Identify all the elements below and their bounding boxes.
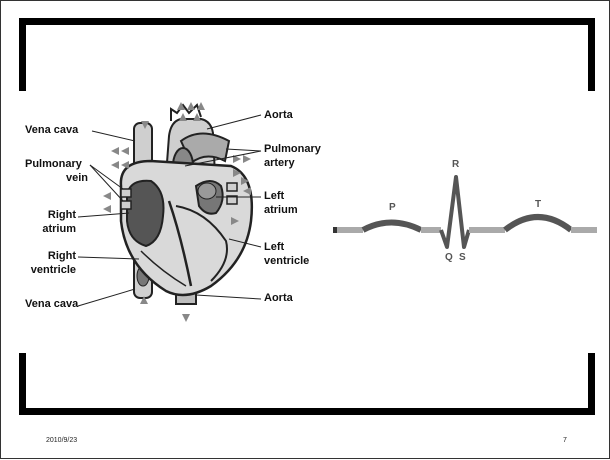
ecg-start-marker [333,227,337,233]
slide-page-number: 7 [563,437,567,444]
ecg-label-t: T [535,198,541,211]
ecg-label-q: Q [445,251,453,264]
ecg-label-p: P [389,201,396,214]
ecg-label-r: R [452,158,459,171]
ecg-qrs-complex [441,177,469,247]
ecg-t-wave [505,217,571,230]
slide-date: 2010/9/23 [46,437,77,444]
ecg-label-s: S [459,251,466,264]
ecg-p-wave [363,223,421,231]
